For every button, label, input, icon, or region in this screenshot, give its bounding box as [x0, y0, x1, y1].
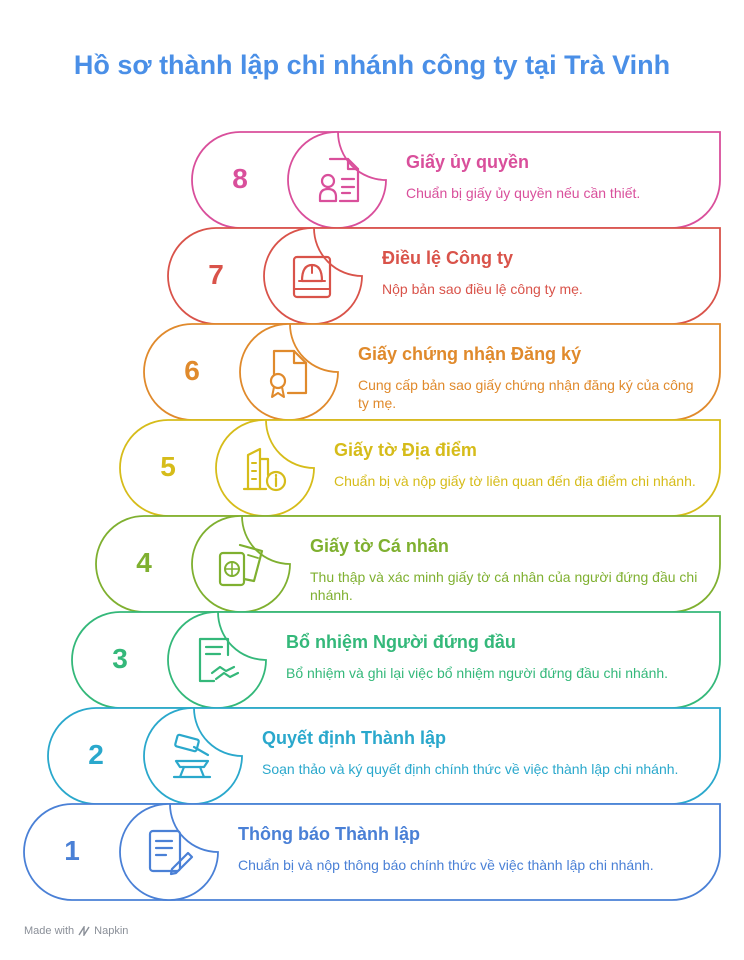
certificate-icon	[269, 349, 308, 398]
step-shape	[191, 131, 721, 229]
step-band	[191, 131, 721, 229]
step-number: 4	[136, 547, 152, 578]
step-number: 7	[208, 259, 224, 290]
step-shape	[71, 611, 721, 709]
step-icon-column	[287, 131, 387, 229]
step-shape	[47, 707, 721, 805]
passport-ticket-icon	[218, 543, 264, 587]
step-icon-column	[191, 515, 291, 613]
step-band	[119, 419, 721, 517]
step-description: Chuẩn bị giấy ủy quyền nếu cần thiết.	[406, 185, 641, 201]
footer-brand: Napkin	[94, 925, 129, 937]
step-band	[167, 227, 721, 325]
step-icon-column	[167, 611, 267, 709]
step-title: Giấy tờ Cá nhân	[310, 536, 449, 556]
step-shape	[167, 227, 721, 325]
step-number: 5	[160, 451, 176, 482]
step-icon-column	[263, 227, 363, 325]
napkin-logo-icon	[78, 924, 90, 938]
step-number: 1	[64, 835, 80, 866]
step-icon-column	[119, 803, 219, 901]
step-shape	[119, 419, 721, 517]
page-title: Hồ sơ thành lập chi nhánh công ty tại Tr…	[73, 50, 671, 80]
rulebook-helmet-icon	[292, 255, 332, 299]
step-description: Cung cấp bản sao giấy chứng nhận đăng ký…	[358, 377, 694, 411]
step-shape	[143, 323, 721, 421]
step-title: Điều lệ Công ty	[382, 248, 514, 268]
step-number: 2	[88, 739, 104, 770]
document-pen-icon	[148, 829, 194, 876]
step-description: Chuẩn bị và nộp thông báo chính thức về …	[238, 857, 654, 873]
step-shape	[23, 803, 721, 901]
step-description: Soạn thảo và ký quyết định chính thức về…	[262, 761, 679, 777]
building-info-icon	[242, 447, 287, 492]
step-title: Giấy tờ Địa điểm	[334, 440, 477, 460]
authorization-document-icon	[318, 157, 360, 203]
step-title: Bổ nhiệm Người đứng đầu	[286, 632, 516, 652]
footer: Made with Napkin	[24, 924, 129, 938]
step-number: 6	[184, 355, 200, 386]
gavel-anvil-icon	[172, 733, 212, 779]
step-number: 8	[232, 163, 248, 194]
step-shape	[95, 515, 721, 613]
step-description: Nộp bản sao điều lệ công ty mẹ.	[382, 281, 583, 297]
step-title: Giấy ủy quyền	[406, 152, 530, 172]
step-title: Quyết định Thành lập	[262, 728, 446, 748]
step-title: Thông báo Thành lập	[238, 824, 420, 844]
step-icon-column	[215, 419, 315, 517]
step-number: 3	[112, 643, 128, 674]
step-title: Giấy chứng nhận Đăng ký	[358, 344, 582, 364]
step-description: Thu thập và xác minh giấy tờ cá nhân của…	[310, 569, 698, 603]
step-icon-column	[143, 707, 243, 805]
footer-made-with: Made with	[24, 925, 75, 937]
step-icon-column	[239, 323, 339, 421]
contract-handshake-icon	[198, 637, 240, 683]
step-description: Chuẩn bị và nộp giấy tờ liên quan đến đị…	[334, 473, 696, 489]
step-description: Bổ nhiệm và ghi lại việc bổ nhiệm người …	[286, 665, 669, 681]
